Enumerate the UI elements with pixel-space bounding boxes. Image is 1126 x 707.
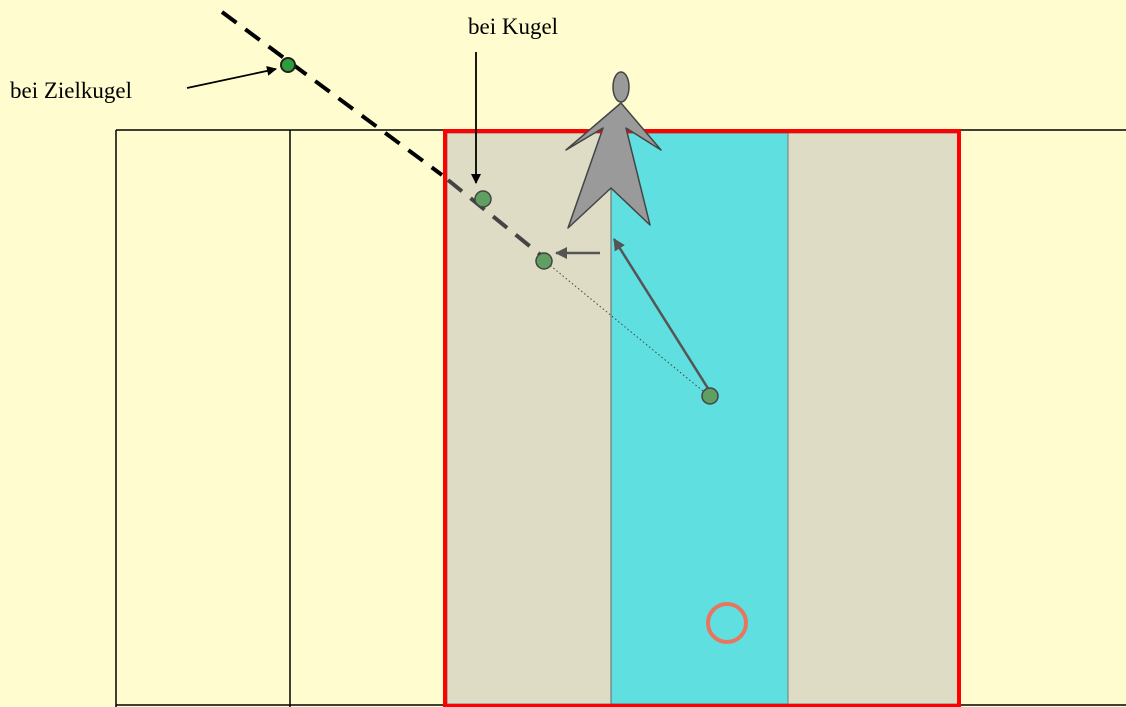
- person-figure-icon: [565, 71, 662, 229]
- trajectory-dashed-inner: [446, 178, 544, 258]
- side-lane-right: [787, 132, 959, 705]
- center-lane: [610, 132, 789, 705]
- ball-at-kugel: [474, 190, 492, 208]
- label-arrow-target-ball: [186, 65, 277, 89]
- trajectory-dashed-outer: [220, 10, 444, 177]
- label-target-ball: bei Zielkugel: [10, 78, 132, 103]
- ball-contact-point: [535, 252, 553, 270]
- ball-start: [701, 387, 719, 405]
- highlight-frame: [443, 129, 961, 707]
- ball-direction-arrow: [612, 238, 711, 391]
- label-ball: bei Kugel: [468, 14, 558, 39]
- target-ball: [280, 57, 296, 73]
- side-lane-left: [446, 132, 612, 705]
- target-circle-icon: [706, 602, 748, 644]
